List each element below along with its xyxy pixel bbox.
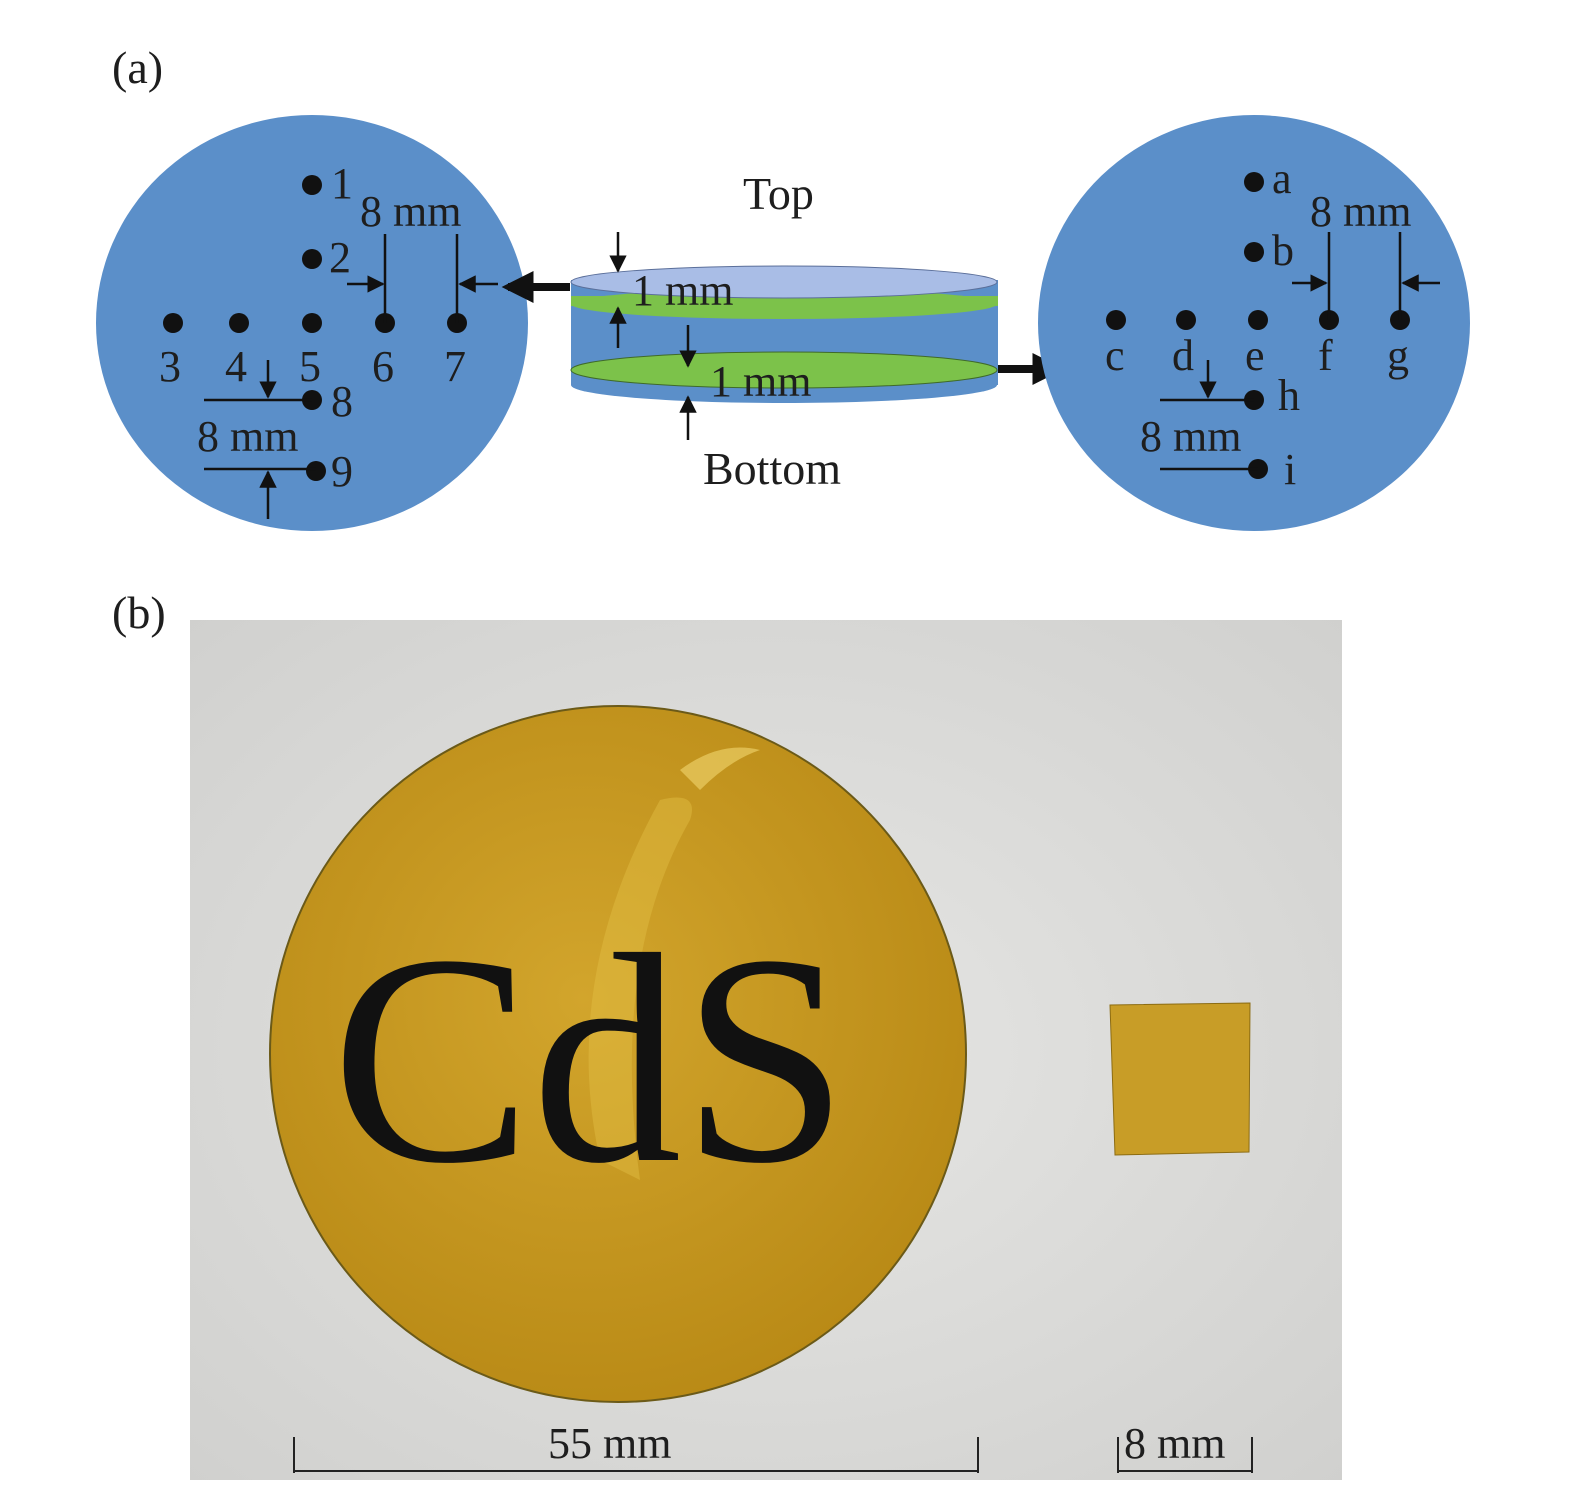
- sample-photo: CdS 55 mm 8 mm: [190, 620, 1342, 1480]
- point-3: [163, 313, 183, 333]
- point-b: [1244, 242, 1264, 262]
- label-f: f: [1318, 331, 1333, 380]
- left-h-spacing: [347, 234, 498, 323]
- label-e: e: [1245, 331, 1265, 380]
- label-8: 8: [331, 377, 353, 426]
- label-5: 5: [299, 342, 321, 391]
- point-a: [1244, 172, 1264, 192]
- label-g: g: [1387, 331, 1409, 380]
- label-7: 7: [444, 342, 466, 391]
- scale-bar-large: [293, 1437, 979, 1473]
- bottom-label: Bottom: [703, 443, 841, 494]
- panel-a-label: (a): [112, 42, 163, 93]
- scale-bar-small: [1117, 1437, 1253, 1473]
- bottom-layer-thickness-label: 1 mm: [710, 357, 811, 406]
- label-b: b: [1272, 226, 1294, 275]
- point-e: [1248, 310, 1268, 330]
- label-9: 9: [331, 447, 353, 496]
- small-cds-sample: [1109, 1002, 1251, 1156]
- left-v-spacing-label: 8 mm: [197, 412, 298, 461]
- bottom-film-layer: [570, 351, 998, 389]
- scale-label-small: 8 mm: [1124, 1419, 1225, 1468]
- left-v-spacing: [204, 360, 316, 519]
- point-2: [302, 249, 322, 269]
- label-2: 2: [329, 233, 351, 282]
- right-v-spacing: [1160, 360, 1258, 471]
- label-3: 3: [159, 342, 181, 391]
- label-i: i: [1284, 445, 1296, 494]
- left-disk-diagram: 1 2 3 4 5 6 7 8 9 8 mm 8 mm: [96, 115, 528, 531]
- right-h-spacing: [1292, 232, 1440, 320]
- cds-text: CdS: [332, 893, 849, 1225]
- sample-cylinder: [570, 265, 998, 403]
- panel-b-label: (b): [112, 587, 166, 638]
- label-d: d: [1172, 331, 1194, 380]
- scale-label-large: 55 mm: [548, 1419, 671, 1468]
- light-reflection: [588, 797, 692, 1180]
- top-film-layer: [571, 289, 997, 319]
- label-a: a: [1272, 154, 1292, 203]
- cylinder-top-face: [570, 265, 998, 299]
- right-point-labels: a b c d e f g h i: [1105, 154, 1409, 494]
- top-label: Top: [743, 168, 814, 219]
- left-h-spacing-label: 8 mm: [360, 187, 461, 236]
- right-h-spacing-label: 8 mm: [1310, 187, 1411, 236]
- label-6: 6: [372, 342, 394, 391]
- right-v-spacing-label: 8 mm: [1140, 412, 1241, 461]
- layer-thickness-arrows: [609, 232, 697, 440]
- light-glint: [680, 747, 760, 790]
- label-4: 4: [225, 342, 247, 391]
- label-c: c: [1105, 331, 1125, 380]
- point-9: [306, 461, 326, 481]
- top-layer-thickness-label: 1 mm: [632, 266, 733, 315]
- point-5: [302, 313, 322, 333]
- point-1: [302, 175, 322, 195]
- left-point-labels: 1 2 3 4 5 6 7 8 9: [159, 159, 466, 496]
- right-disk-diagram: a b c d e f g h i 8 mm 8 mm: [1038, 115, 1470, 531]
- label-1: 1: [331, 159, 353, 208]
- point-4: [229, 313, 249, 333]
- point-d: [1176, 310, 1196, 330]
- point-c: [1106, 310, 1126, 330]
- label-h: h: [1278, 371, 1300, 420]
- large-cds-sample: [269, 705, 967, 1403]
